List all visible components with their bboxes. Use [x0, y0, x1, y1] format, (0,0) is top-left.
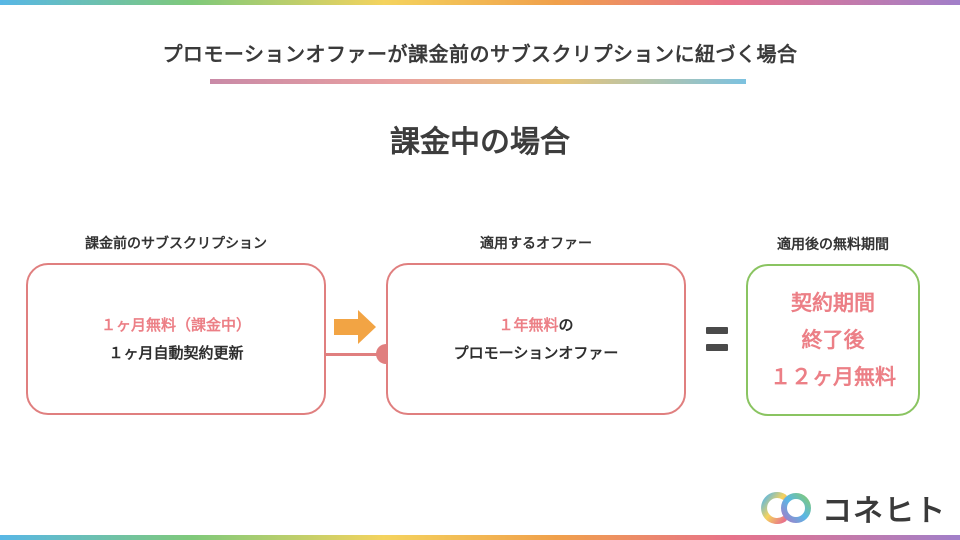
logo: コネヒト	[758, 486, 946, 530]
middle-box-line1: １年無料の	[498, 311, 573, 339]
free-period-result-box: 契約期間 終了後 １２ヶ月無料	[746, 264, 920, 416]
middle-box-suffix: の	[558, 316, 574, 334]
right-arrow-icon	[334, 310, 376, 344]
equals-icon	[706, 327, 728, 353]
middle-box-highlight: １年無料	[498, 316, 559, 334]
right-box-line2: 終了後	[801, 327, 865, 352]
right-box-line3: １２ヶ月無料	[770, 364, 896, 389]
left-box-line2: １ヶ月自動契約更新	[108, 344, 244, 362]
middle-box-label: 適用するオファー	[480, 236, 592, 252]
header-title: プロモーションオファーが課金前のサブスクリプションに紐づく場合	[162, 42, 798, 66]
right-box-label: 適用後の無料期間	[777, 237, 889, 253]
right-box-line1: 契約期間	[791, 290, 875, 315]
left-box-line1: １ヶ月無料（課金中）	[100, 316, 251, 334]
logo-text: コネヒト	[822, 494, 946, 529]
section-title: 課金中の場合	[390, 125, 570, 160]
promotion-offer-box: １年無料の プロモーションオファー	[386, 263, 686, 415]
header-underline	[210, 79, 746, 84]
middle-box-line2: プロモーションオファー	[453, 344, 619, 362]
bottom-rainbow-bar	[0, 535, 960, 540]
connector-line	[326, 353, 388, 356]
current-subscription-box: １ヶ月無料（課金中） １ヶ月自動契約更新	[26, 263, 326, 415]
top-rainbow-bar	[0, 0, 960, 5]
konehito-logo-icon	[761, 492, 811, 524]
left-box-label: 課金前のサブスクリプション	[85, 236, 267, 252]
